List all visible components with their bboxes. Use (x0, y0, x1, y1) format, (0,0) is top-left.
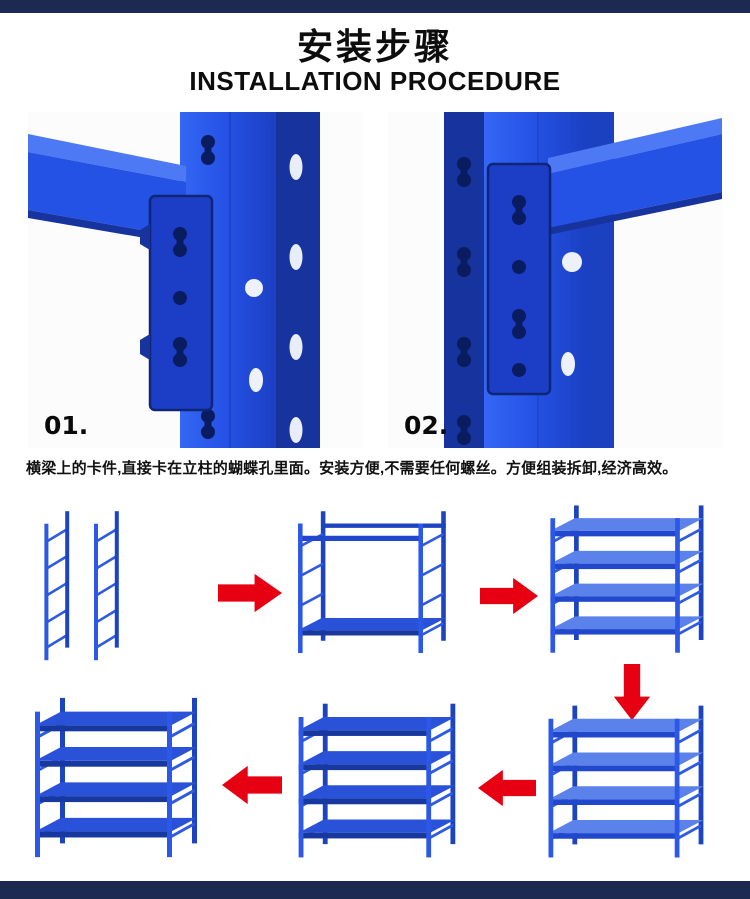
page-subtitle: INSTALLATION PROCEDURE (189, 66, 561, 96)
rack-solid-shelves-icon (298, 703, 456, 858)
arrow-left-icon (222, 765, 282, 805)
rack-four-shelves-icon (550, 505, 704, 653)
bottom-navy-bar (0, 881, 750, 899)
rack-complete-icon (35, 697, 197, 858)
page-title: 安装步骤 (296, 27, 453, 68)
arrow-right-icon (218, 573, 282, 613)
beam-connector-closeup-2-icon (388, 112, 722, 448)
photo-step-1: 01. (28, 112, 362, 448)
step-number-1: 01. (44, 411, 89, 440)
installation-description: 横梁上的卡件,直接卡在立柱的蝴蝶孔里面。安装方便,不需要任何螺丝。方便组装拆卸,… (26, 460, 678, 477)
photo-step-2: 02. (388, 112, 722, 448)
rack-frame-bottom-shelf-icon (298, 511, 446, 653)
assembly-sequence-diagram (0, 492, 750, 880)
step-number-2: 02. (404, 411, 449, 440)
top-navy-bar (0, 0, 750, 13)
arrow-left-icon (478, 769, 536, 807)
arrow-down-icon (613, 664, 651, 721)
beam-connector-closeup-1-icon (28, 112, 362, 448)
arrow-right-icon (480, 577, 538, 615)
rack-four-shelves-icon (548, 705, 704, 858)
rack-side-frames-icon (44, 511, 119, 661)
